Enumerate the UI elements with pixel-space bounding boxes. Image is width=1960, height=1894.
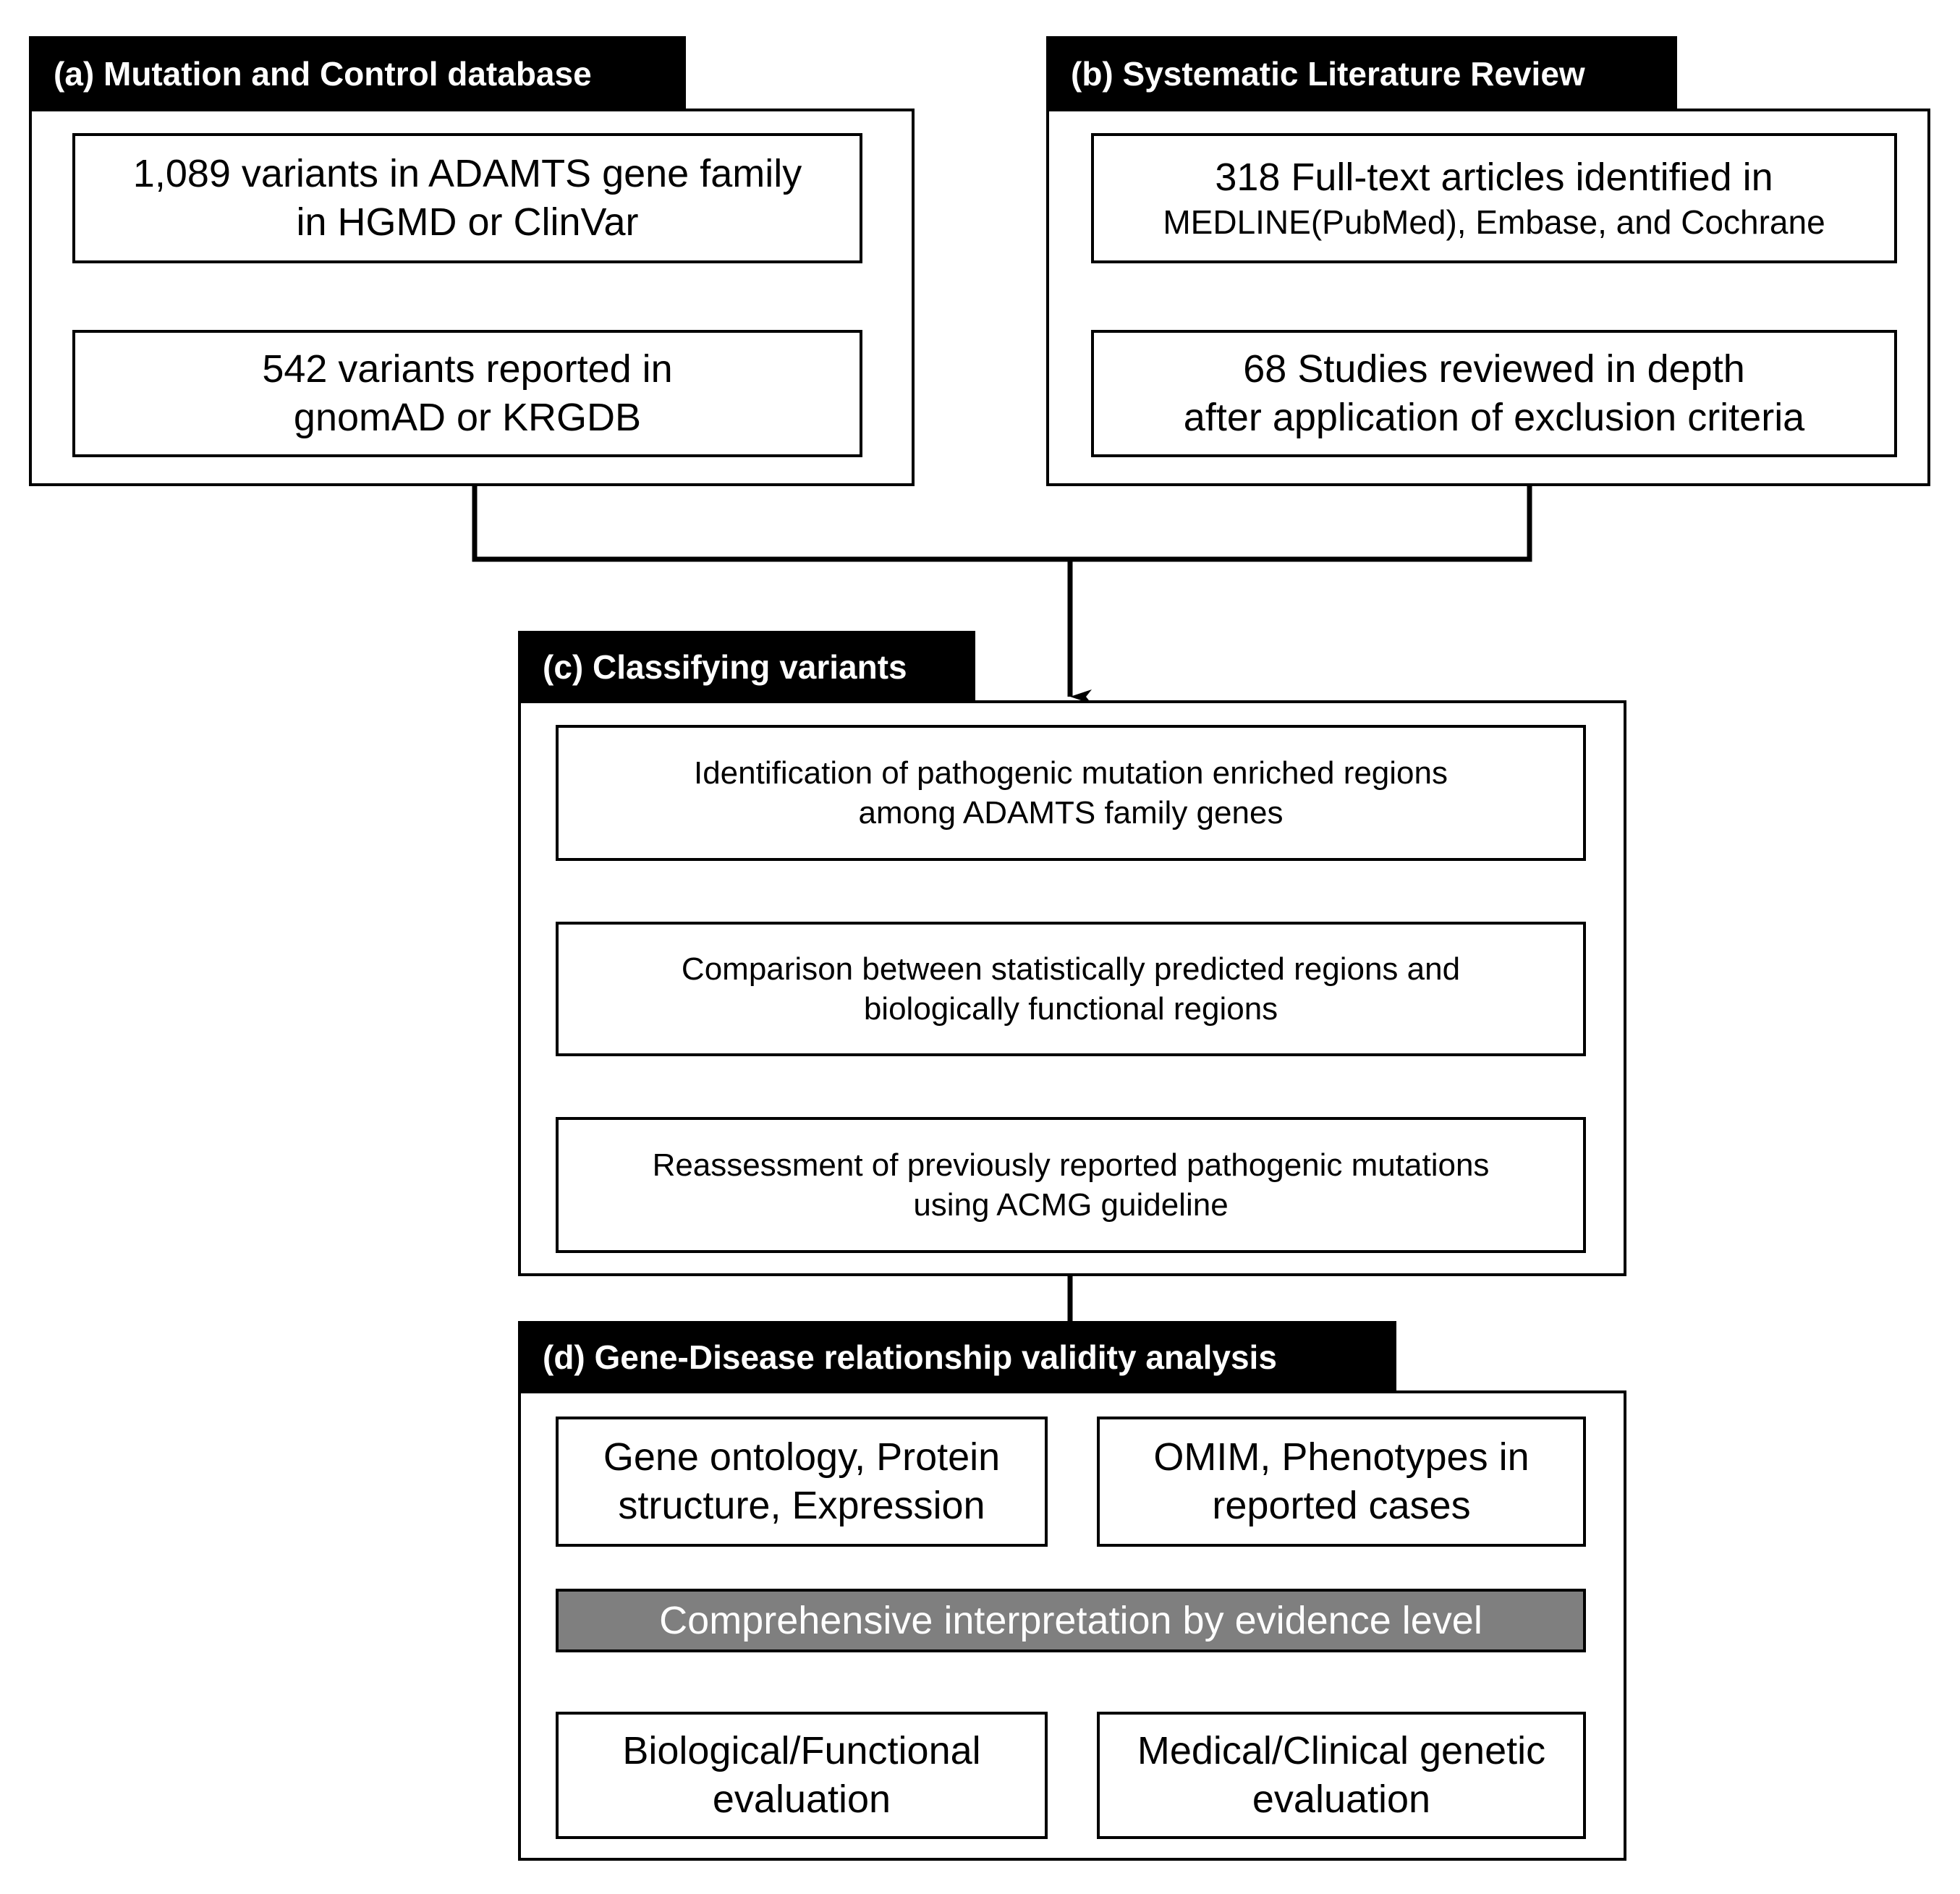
panel-d-omim-box: OMIM, Phenotypes in reported cases <box>1097 1417 1586 1547</box>
panel-b-studies-line-1: 68 Studies reviewed in depth <box>1243 347 1745 391</box>
panel-b-articles-line-2: MEDLINE(PubMed), Embase, and Cochrane <box>1163 203 1825 241</box>
panel-d-medical-line-1: Medical/Clinical genetic <box>1137 1728 1546 1772</box>
panel-b-articles-line-1: 318 Full-text articles identified in <box>1215 155 1773 199</box>
panel-c-reassessment-box: Reassessment of previously reported path… <box>556 1117 1586 1253</box>
panel-c-title: (c) Classifying variants <box>518 631 975 703</box>
panel-c-identification-box: Identification of pathogenic mutation en… <box>556 725 1586 861</box>
merge-line <box>472 483 1532 562</box>
panel-a-variants-line-2: in HGMD or ClinVar <box>296 200 639 244</box>
panel-a-variants-line-1: 1,089 variants in ADAMTS gene family <box>132 151 802 195</box>
panel-d-biological-evaluation-box: Biological/Functional evaluation <box>556 1712 1048 1839</box>
panel-a-reported-line-1: 542 variants reported in <box>262 347 673 391</box>
panel-d-omim-line-1: OMIM, Phenotypes in <box>1153 1435 1530 1479</box>
panel-d-gene-ontology-line-2: structure, Expression <box>618 1484 985 1527</box>
panel-d-medical-line-2: evaluation <box>1252 1778 1431 1821</box>
panel-a-title: (a) Mutation and Control database <box>29 36 686 111</box>
panel-a-variants-box: 1,089 variants in ADAMTS gene family in … <box>72 133 862 263</box>
panel-c-reassessment-line-1: Reassessment of previously reported path… <box>652 1147 1490 1183</box>
panel-c-identification-line-1: Identification of pathogenic mutation en… <box>693 755 1448 791</box>
panel-d-biological-line-2: evaluation <box>712 1778 891 1821</box>
panel-b-studies-line-2: after application of exclusion criteria <box>1183 396 1805 439</box>
panel-b-studies-box: 68 Studies reviewed in depth after appli… <box>1091 330 1897 457</box>
panel-a-reported-box: 542 variants reported in gnomAD or KRGDB <box>72 330 862 457</box>
panel-c-identification-line-2: among ADAMTS family genes <box>858 795 1284 831</box>
panel-d-comprehensive-interpretation-bar: Comprehensive interpretation by evidence… <box>556 1589 1586 1652</box>
panel-d-gene-ontology-box: Gene ontology, Protein structure, Expres… <box>556 1417 1048 1547</box>
panel-c-comparison-line-2: biologically functional regions <box>863 991 1278 1027</box>
panel-a-reported-line-2: gnomAD or KRGDB <box>293 396 642 439</box>
panel-d-biological-line-1: Biological/Functional <box>622 1728 981 1772</box>
panel-b-title: (b) Systematic Literature Review <box>1046 36 1677 111</box>
panel-c-reassessment-line-2: using ACMG guideline <box>913 1187 1229 1223</box>
panel-c-comparison-box: Comparison between statistically predict… <box>556 922 1586 1056</box>
panel-b-articles-box: 318 Full-text articles identified in MED… <box>1091 133 1897 263</box>
panel-d-medical-evaluation-box: Medical/Clinical genetic evaluation <box>1097 1712 1586 1839</box>
panel-d-gene-ontology-line-1: Gene ontology, Protein <box>603 1435 1001 1479</box>
panel-d-title: (d) Gene-Disease relationship validity a… <box>518 1321 1396 1393</box>
panel-d-omim-line-2: reported cases <box>1212 1484 1471 1527</box>
panel-c-comparison-line-1: Comparison between statistically predict… <box>681 951 1461 987</box>
